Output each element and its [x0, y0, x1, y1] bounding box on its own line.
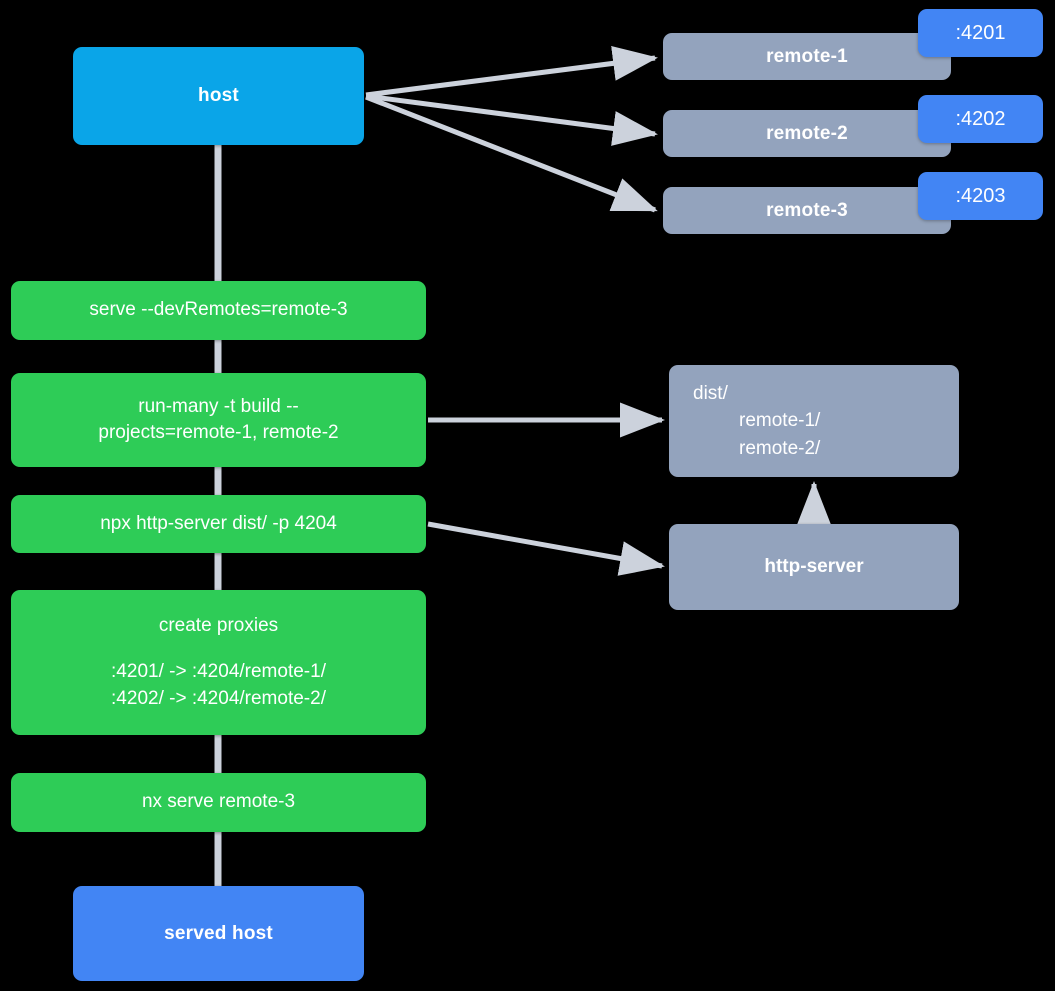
node-host[interactable]: host: [73, 47, 364, 145]
node-remote-3-label: remote-3: [766, 199, 848, 221]
command-create-proxies-title: create proxies: [158, 615, 279, 637]
node-served-host-label: served host: [164, 922, 273, 944]
node-command-nx-serve-remote-3[interactable]: nx serve remote-3: [11, 773, 426, 832]
command-create-proxies-line-2: :4202/ -> :4204/remote-2/: [111, 687, 326, 709]
node-command-serve-devremotes[interactable]: serve --devRemotes=remote-3: [11, 281, 426, 340]
dist-folder-line-2: remote-1/: [739, 410, 821, 432]
command-run-many-line-1: run-many -t build --: [138, 395, 299, 417]
node-command-npx-http-server[interactable]: npx http-server dist/ -p 4204: [11, 495, 426, 553]
node-remote-1[interactable]: remote-1: [663, 33, 951, 80]
node-http-server-label: http-server: [764, 556, 864, 577]
node-command-create-proxies[interactable]: create proxies :4201/ -> :4204/remote-1/…: [11, 590, 426, 735]
node-dist-folder[interactable]: dist/ remote-1/ remote-2/: [669, 365, 959, 477]
node-remote-2[interactable]: remote-2: [663, 110, 951, 157]
node-remote-2-label: remote-2: [766, 122, 848, 144]
badge-remote-3-port: :4203: [918, 172, 1043, 220]
node-remote-3[interactable]: remote-3: [663, 187, 951, 234]
edge-host-to-remotes: [365, 45, 658, 213]
command-create-proxies-line-1: :4201/ -> :4204/remote-1/: [111, 661, 326, 683]
badge-remote-1-port: :4201: [918, 9, 1043, 57]
command-run-many-line-2: projects=remote-1, remote-2: [98, 422, 339, 443]
node-served-host[interactable]: served host: [73, 886, 364, 981]
edge-npx-to-httpserver: [427, 521, 665, 576]
badge-remote-2-port-label: :4202: [955, 107, 1006, 130]
badge-remote-2-port: :4202: [918, 95, 1043, 143]
node-command-run-many[interactable]: run-many -t build -- projects=remote-1, …: [11, 373, 426, 467]
command-npx-http-server-label: npx http-server dist/ -p 4204: [100, 512, 337, 534]
node-remote-1-label: remote-1: [766, 45, 848, 67]
badge-remote-1-port-label: :4201: [955, 21, 1006, 44]
node-host-label: host: [198, 85, 239, 106]
dist-folder-line-1: dist/: [693, 382, 728, 404]
command-serve-devremotes-label: serve --devRemotes=remote-3: [89, 299, 348, 321]
node-http-server[interactable]: http-server: [669, 524, 959, 610]
badge-remote-3-port-label: :4203: [955, 184, 1006, 207]
dist-folder-line-3: remote-2/: [739, 437, 821, 459]
command-nx-serve-remote-3-label: nx serve remote-3: [141, 791, 296, 813]
